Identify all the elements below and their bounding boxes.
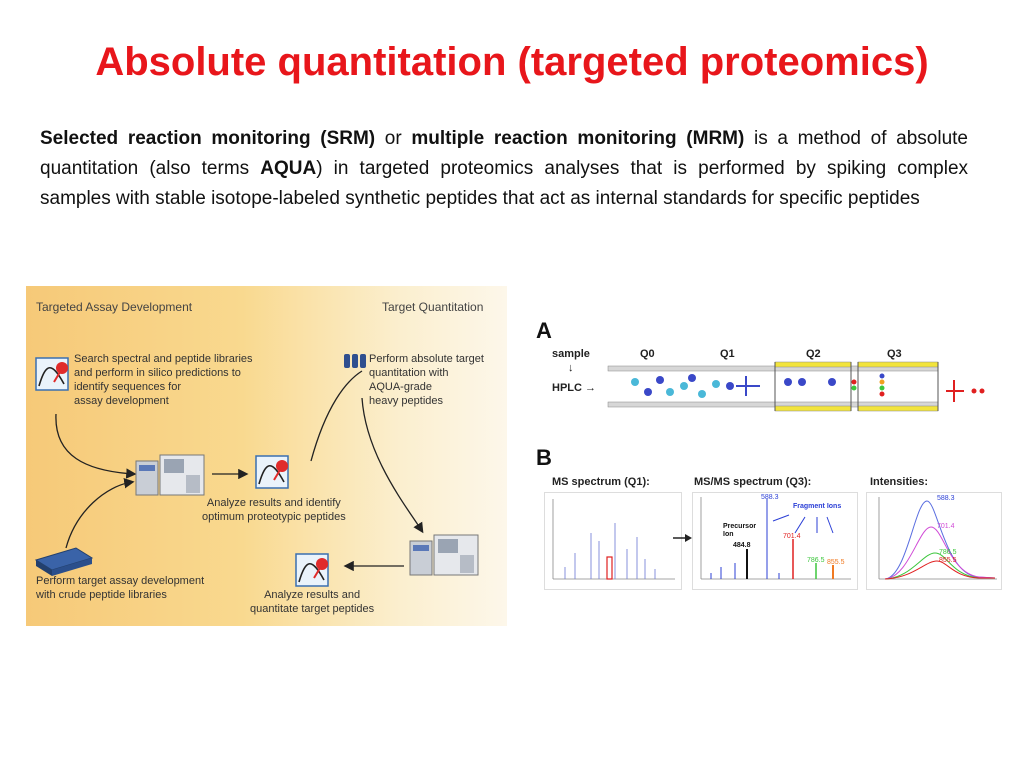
mz-786-label: 786.5 bbox=[807, 557, 825, 564]
int-855-label: 855.5 bbox=[939, 557, 957, 564]
lcms-instrument-2-icon bbox=[409, 534, 479, 576]
arrow-analyze-to-instrument2 bbox=[310, 370, 363, 462]
q1-label: Q1 bbox=[720, 348, 735, 360]
arrow-absolute-to-instrument2 bbox=[361, 397, 424, 534]
msms-spectrum-plot bbox=[700, 497, 851, 580]
header-target-quantitation: Target Quantitation bbox=[382, 300, 484, 314]
int-786-label: 786.5 bbox=[939, 549, 957, 556]
body-or: or bbox=[375, 128, 412, 149]
arrow-search-to-instrument bbox=[55, 413, 137, 479]
mz-855-label: 855.5 bbox=[827, 559, 845, 566]
lcms-instrument-icon bbox=[135, 454, 205, 496]
precursor-mz-label: 484.8 bbox=[733, 542, 751, 549]
q0-label: Q0 bbox=[640, 348, 655, 360]
srm-term: Selected reaction monitoring (SRM) bbox=[40, 128, 376, 149]
step-quantitate-text: Analyze results and quantitate target pe… bbox=[250, 589, 375, 615]
precursor-label: Precursor bbox=[723, 523, 757, 530]
peptide-plate-icon bbox=[34, 547, 94, 576]
quantitate-chart-icon bbox=[295, 553, 329, 587]
srm-figure: A sample ↓ HPLC → Q0 Q1 Q2 Q3 bbox=[520, 310, 1010, 610]
intensities-title: Intensities: bbox=[870, 476, 929, 488]
aqua-vials-icon bbox=[344, 354, 366, 368]
ms-spectrum-panel bbox=[544, 492, 682, 590]
header-targeted-assay-development: Targeted Assay Development bbox=[36, 300, 193, 314]
step-crude-text: Perform target assay development with cr… bbox=[36, 575, 205, 601]
msms-spectrum-title: MS/MS spectrum (Q3): bbox=[694, 476, 812, 488]
step-analyze-text: Analyze results and identify optimum pro… bbox=[202, 497, 346, 523]
panel-a-label: A bbox=[536, 318, 552, 343]
workflow-arrows bbox=[34, 354, 479, 587]
int-701-label: 701.4 bbox=[937, 523, 955, 530]
hplc-label: HPLC → bbox=[552, 382, 596, 394]
q3-label: Q3 bbox=[887, 348, 902, 360]
fragment-ions-label: Fragment Ions bbox=[793, 503, 842, 510]
step-absolute-text: Perform absolute target quantitation wit… bbox=[369, 353, 484, 407]
intensities-plot bbox=[878, 497, 997, 580]
q2-label: Q2 bbox=[806, 348, 821, 360]
body-part2: ) in targeted proteomics analyses that i… bbox=[40, 158, 969, 209]
slide-body-text: Selected reaction monitoring (SRM) or mu… bbox=[40, 124, 968, 214]
spectrum-chart-icon bbox=[35, 357, 69, 391]
analyze-chart-icon bbox=[255, 455, 289, 489]
mrm-term: multiple reaction monitoring (MRM) bbox=[411, 128, 745, 149]
mz-701-label: 701.4 bbox=[783, 533, 801, 540]
sample-label: sample bbox=[552, 348, 590, 360]
step-search-text: Search spectral and peptide libraries an… bbox=[74, 353, 253, 407]
intensities-panel: 588.3 701.4 786.5 855.5 bbox=[866, 492, 1002, 590]
msms-spectrum-panel: 588.3 Fragment Ions Precursor Ion 484.8 … bbox=[692, 492, 858, 590]
slide-title: Absolute quantitation (targeted proteomi… bbox=[95, 40, 929, 84]
targeted-workflow-diagram: Targeted Assay Development Target Quanti… bbox=[26, 286, 507, 626]
body-part1: is a method of absolute quantitation (al… bbox=[40, 128, 968, 179]
arrow-crude-to-instrument bbox=[65, 478, 135, 549]
mz-588-label: 588.3 bbox=[761, 494, 779, 501]
ms-spectrum-plot bbox=[552, 499, 675, 580]
aqua-term: AQUA bbox=[260, 158, 317, 179]
ion-label: Ion bbox=[723, 531, 734, 538]
int-588-label: 588.3 bbox=[937, 495, 955, 502]
quadrupole-diagram bbox=[607, 361, 985, 412]
arrow-to-msms-icon bbox=[673, 534, 692, 542]
ms-spectrum-title: MS spectrum (Q1): bbox=[552, 476, 650, 488]
panel-b-label: B bbox=[536, 445, 552, 470]
arrow-down-glyph: ↓ bbox=[568, 362, 574, 374]
